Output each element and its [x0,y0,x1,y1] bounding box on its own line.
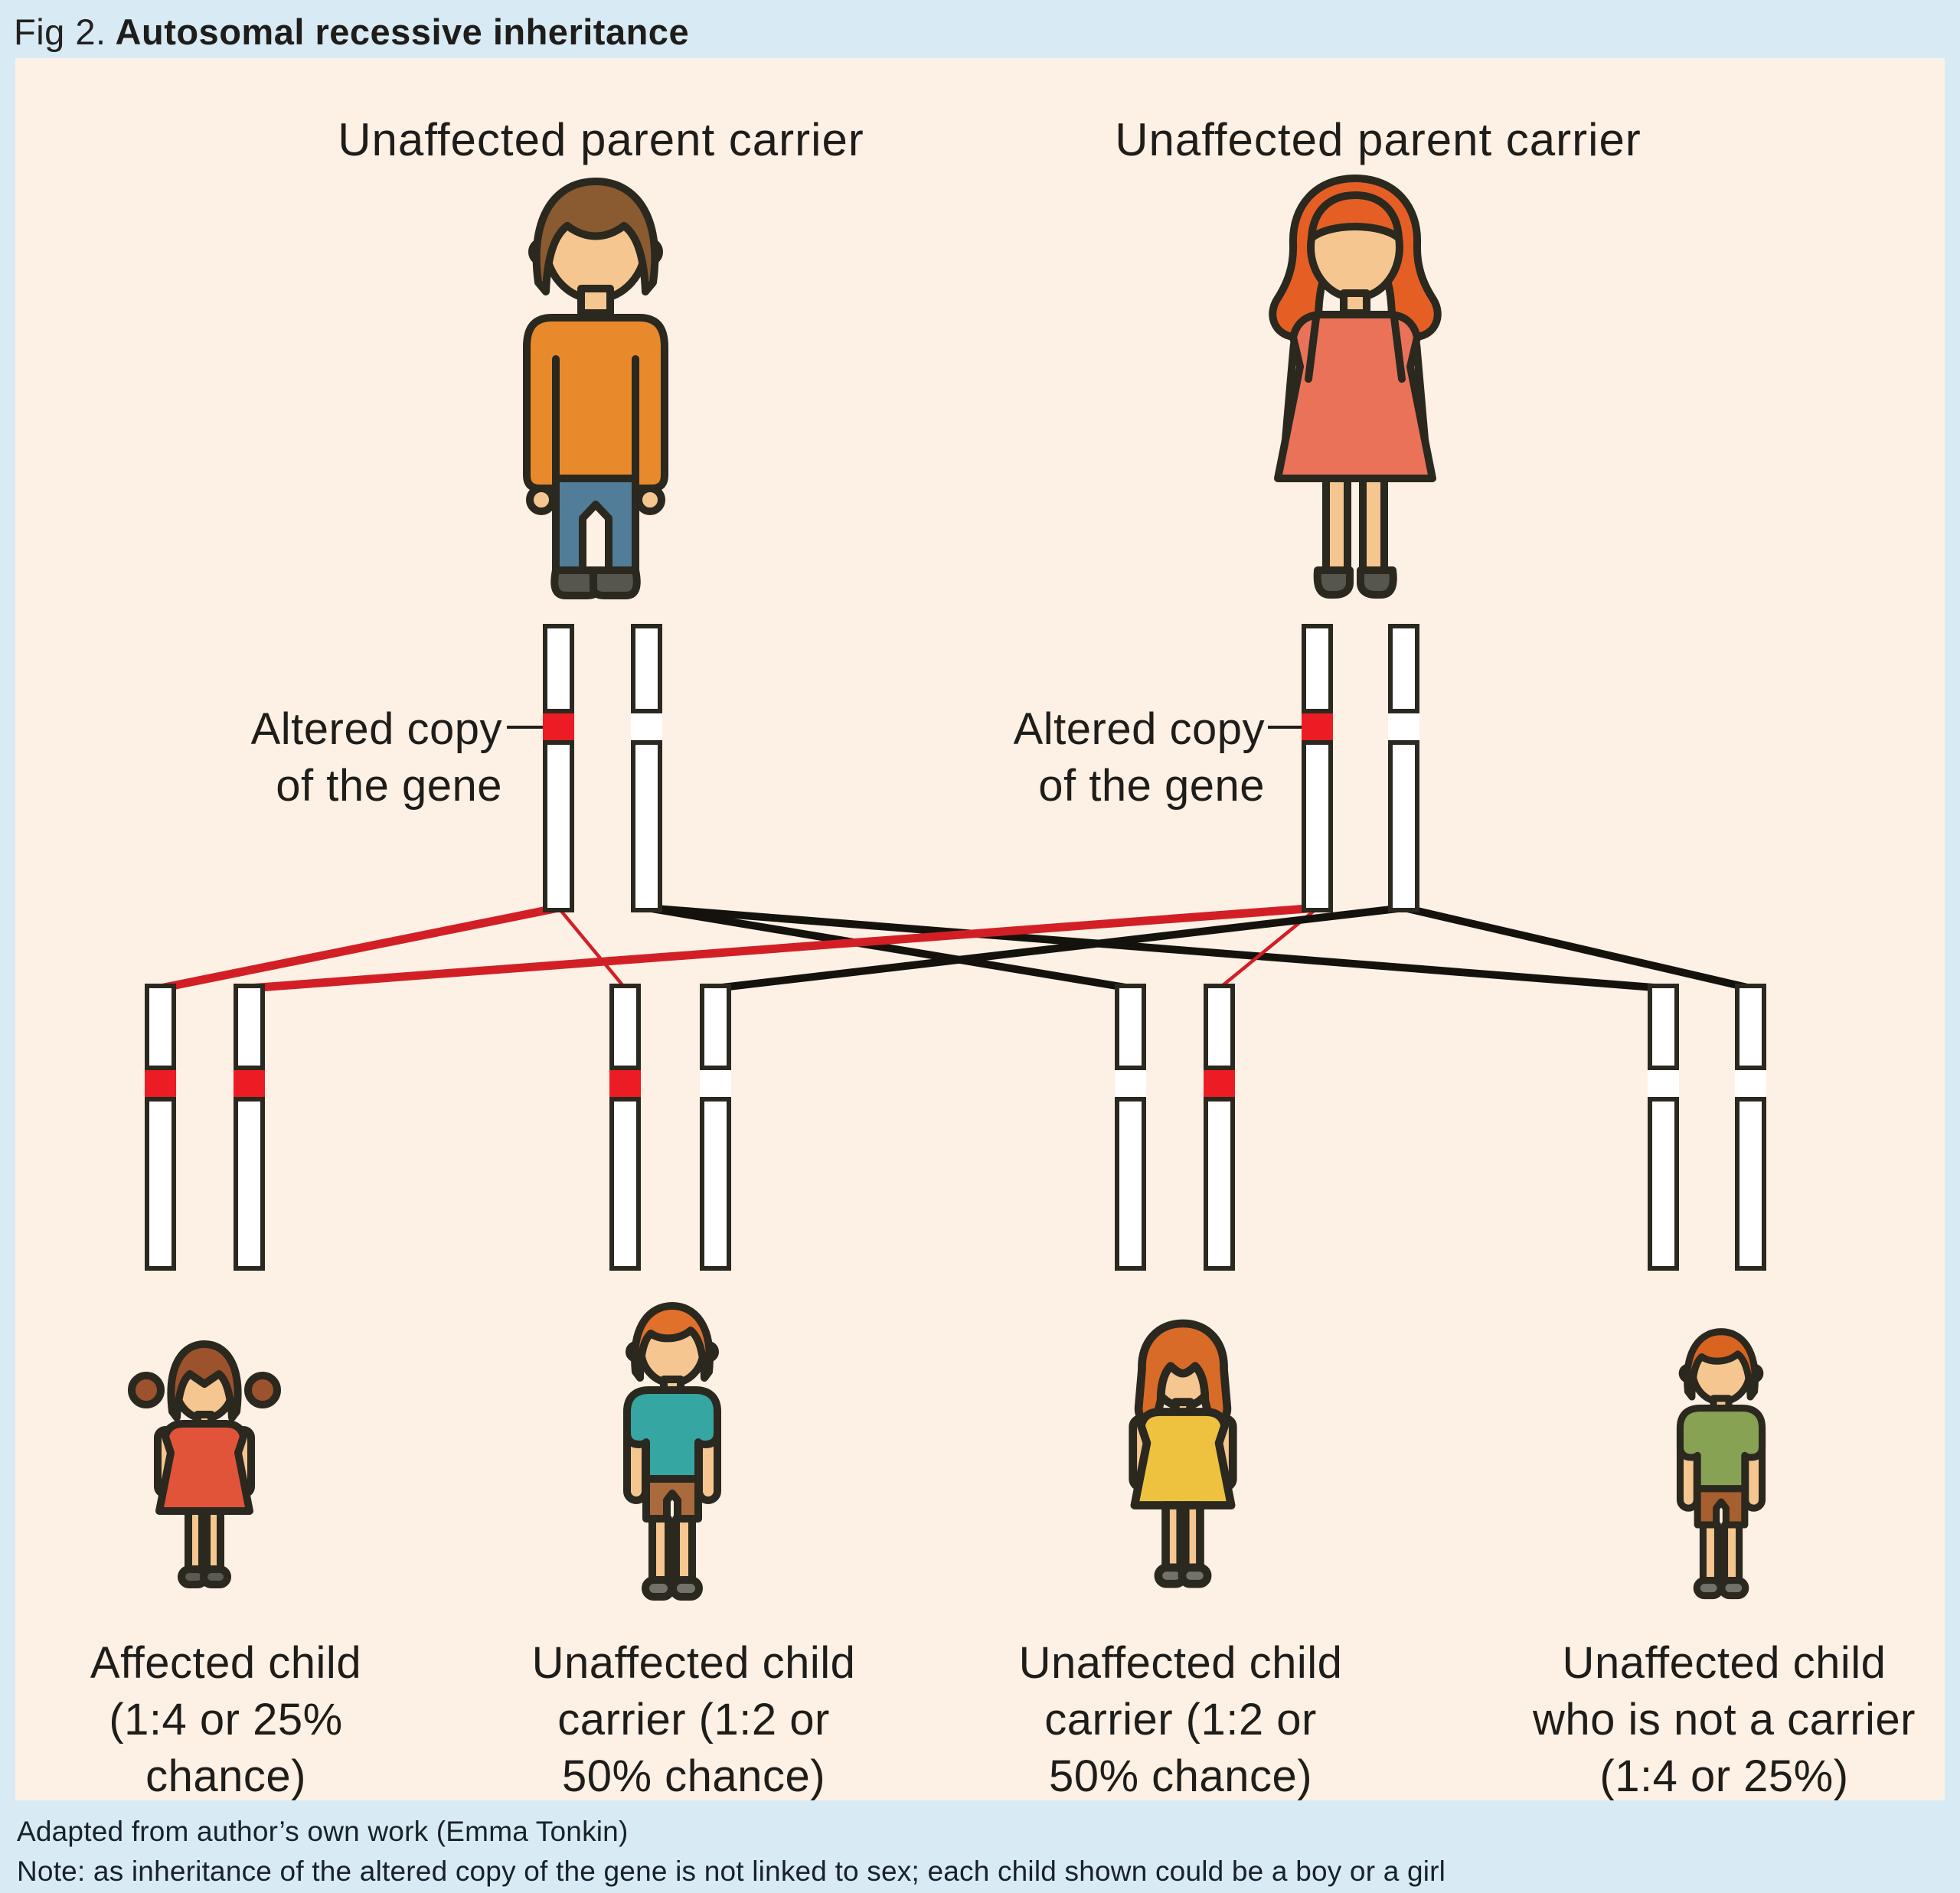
child4-label: Unaffected child who is not a carrier (1… [1533,1635,1916,1805]
gene-annotation-father: Altered copy of the gene [193,701,502,814]
normal-gene-band [1648,1066,1679,1102]
footer-source: Adapted from author’s own work (Emma Ton… [17,1816,629,1847]
child3-label-line1: Unaffected child [1018,1638,1343,1688]
gene-annotation-line2: of the gene [1038,761,1265,811]
child3-chromosome-left [1115,984,1146,1271]
altered-gene-band [145,1066,176,1102]
child4-label-line2: who is not a carrier [1533,1695,1916,1744]
altered-gene-band [234,1066,265,1102]
child3-label: Unaffected child carrier (1:2 or 50% cha… [1019,1635,1343,1805]
child2-figure [590,1295,755,1601]
gene-annotation-line1: Altered copy [250,704,502,754]
child4-chromosome-right [1735,984,1766,1271]
figure-number: Fig 2. [14,11,106,52]
child4-label-line3: (1:4 or 25%) [1599,1751,1849,1801]
mother-chromosome-normal [1388,624,1419,912]
normal-gene-band [1388,709,1419,745]
father-chromosome-normal [631,624,662,912]
child1-label-line1: Affected child [90,1638,362,1688]
father-label: Unaffected parent carrier [338,114,864,165]
child2-chromosome-right [700,984,731,1271]
normal-gene-band [1735,1066,1766,1102]
child1-label-line2: (1:4 or 25% [109,1695,343,1744]
child1-figure [128,1332,281,1592]
child2-label: Unaffected child carrier (1:2 or 50% cha… [532,1635,856,1805]
normal-gene-band [1115,1066,1146,1102]
child1-chromosome-left [145,984,176,1271]
normal-gene-band [700,1066,731,1102]
child3-label-line2: carrier (1:2 or [1044,1695,1317,1744]
child3-chromosome-right [1204,984,1235,1271]
figure-title: Fig 2.Autosomal recessive inheritance [14,11,689,53]
child3-label-line3: 50% chance) [1048,1751,1313,1801]
annotation-connector-mother [1268,726,1315,729]
gene-annotation-line2: of the gene [276,761,502,811]
normal-gene-band [631,709,662,745]
child3-figure [1101,1314,1265,1592]
altered-gene-band [1302,709,1333,745]
child2-label-line2: carrier (1:2 or [557,1695,830,1744]
child2-label-line3: 50% chance) [561,1751,826,1801]
figure-heading: Autosomal recessive inheritance [115,11,690,52]
child1-label: Affected child (1:4 or 25% chance) [90,1635,361,1805]
child4-figure [1646,1322,1796,1600]
mother-label: Unaffected parent carrier [1115,114,1642,165]
child2-chromosome-left [609,984,641,1271]
altered-gene-band [609,1066,641,1102]
altered-gene-band [543,709,574,745]
mother-figure [1269,175,1442,599]
altered-gene-band [1204,1066,1235,1102]
child4-chromosome-left [1648,984,1679,1271]
gene-annotation-line1: Altered copy [1013,704,1265,754]
child4-label-line1: Unaffected child [1562,1638,1886,1688]
child2-label-line1: Unaffected child [531,1638,856,1688]
child1-label-line3: chance) [145,1751,306,1801]
father-figure [523,178,668,599]
father-chromosome-altered [543,624,574,912]
child1-chromosome-right [234,984,265,1271]
footer-note: Note: as inheritance of the altered copy… [17,1855,1446,1887]
mother-chromosome-altered [1302,624,1333,912]
annotation-connector-father [507,726,557,729]
gene-annotation-mother: Altered copy of the gene [956,701,1265,814]
